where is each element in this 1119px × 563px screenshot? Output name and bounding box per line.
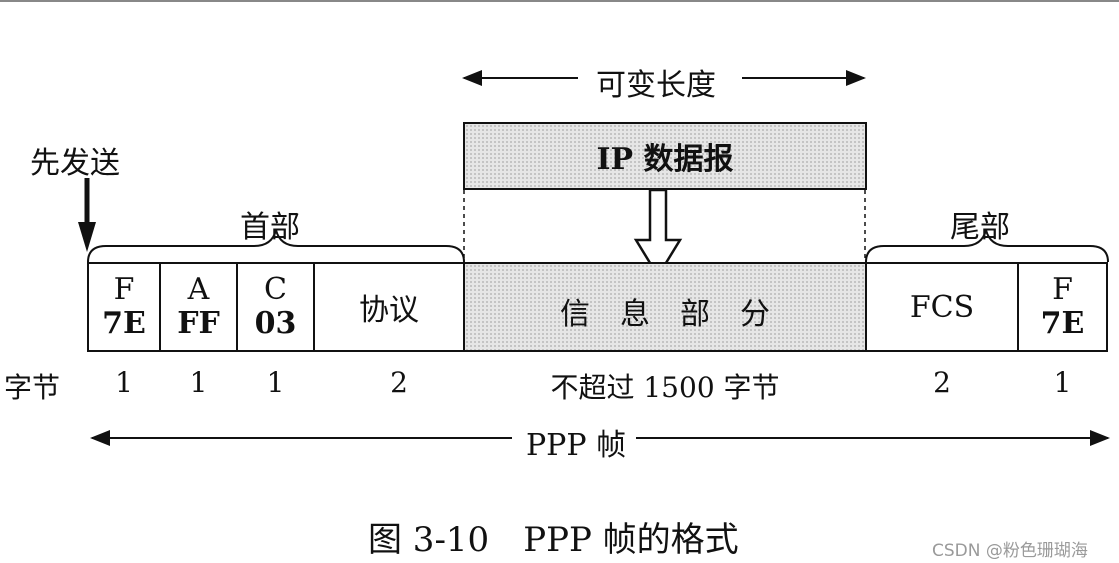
frame-label: PPP 帧: [526, 428, 627, 463]
byte-count: 1: [115, 366, 133, 399]
field-value: 7E: [1040, 306, 1085, 341]
send-first-label: 先发送: [30, 146, 120, 181]
byte-count: 1: [189, 366, 208, 399]
field-flag-end: F 7E: [1017, 262, 1108, 352]
field-name: F: [1052, 272, 1073, 307]
field-information: 信 息 部 分: [463, 262, 867, 352]
byte-count: 2: [390, 366, 408, 399]
top-border-line: [0, 0, 1119, 2]
field-name: A: [187, 272, 210, 307]
field-flag-start: F 7E: [87, 262, 161, 352]
byte-count: 1: [266, 366, 285, 399]
field-name: 信 息 部 分: [560, 297, 770, 332]
field-address: A FF: [159, 262, 238, 352]
byte-count: 2: [933, 366, 951, 399]
field-value: 7E: [102, 306, 146, 341]
ip-datagram-box: IP 数据报: [463, 122, 867, 190]
field-name: FCS: [909, 289, 975, 325]
field-control: C 03: [236, 262, 315, 352]
variable-length-label: 可变长度: [596, 68, 716, 103]
field-protocol: 协议: [313, 262, 465, 352]
trailer-label: 尾部: [950, 210, 1010, 245]
header-label: 首部: [240, 210, 300, 245]
field-name: 协议: [359, 293, 419, 328]
watermark: CSDN @粉色珊瑚海: [932, 541, 1088, 561]
bytes-row-label: 字节: [4, 371, 61, 404]
byte-count: 不超过 1500 字节: [550, 371, 780, 404]
figure-caption: 图 3-10 PPP 帧的格式: [368, 520, 739, 560]
field-value: 03: [254, 306, 297, 341]
field-name: C: [264, 272, 287, 307]
field-value: FF: [177, 306, 220, 341]
field-fcs: FCS: [865, 262, 1019, 352]
ip-datagram-label: IP 数据报: [596, 142, 734, 177]
field-name: F: [113, 272, 135, 307]
byte-count: 1: [1053, 366, 1072, 399]
